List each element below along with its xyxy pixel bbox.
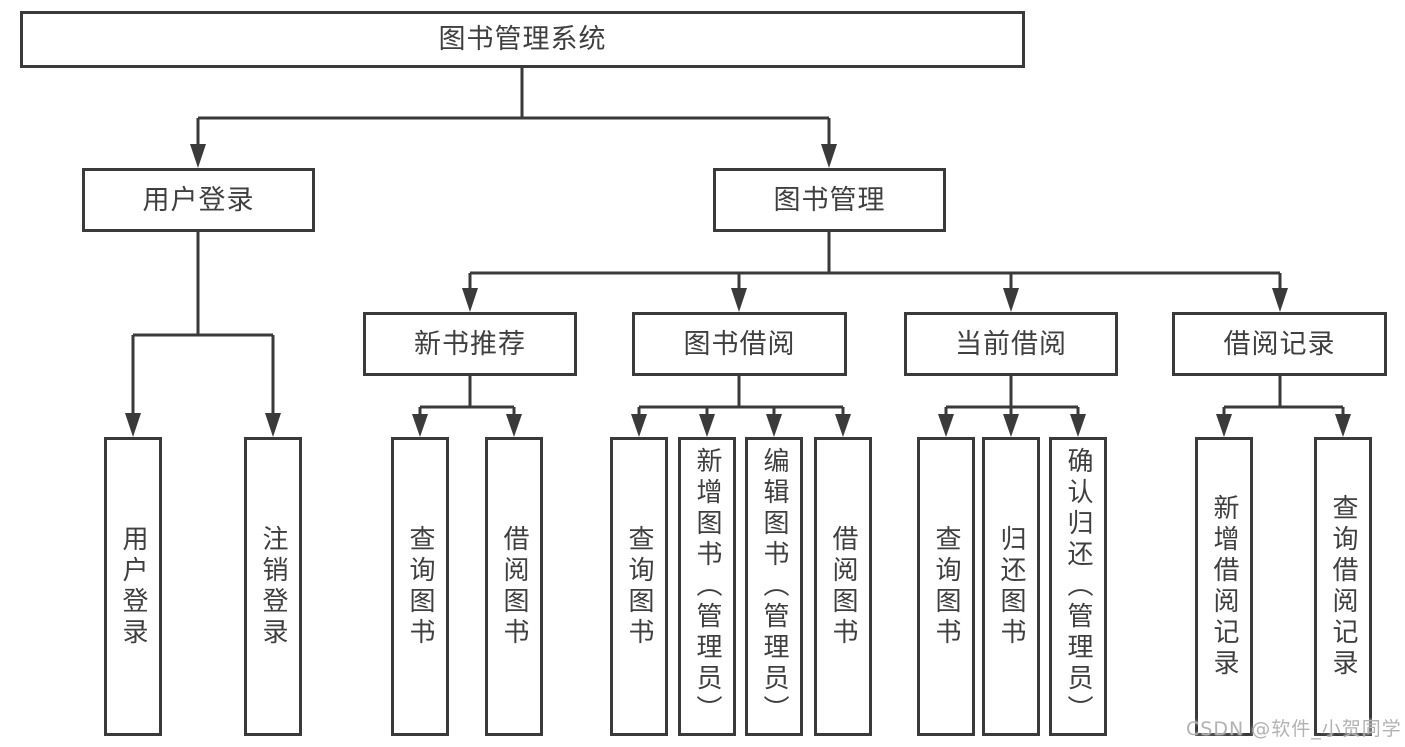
node-current-borrow-label: 当前借阅 [955, 328, 1067, 360]
node-leaf-edit-books-admin: 编辑图书（管理员） [745, 437, 803, 736]
leaf-label: 借阅图书 [828, 524, 858, 649]
connector-book-borrow-children [631, 376, 851, 437]
connector-user-login-children [125, 232, 281, 437]
node-leaf-query-books-borrow: 查询图书 [610, 437, 668, 736]
node-leaf-confirm-return-admin: 确认归还（管理员） [1049, 437, 1107, 736]
connector-current-borrow-children [938, 376, 1086, 437]
node-book-management: 图书管理 [713, 168, 946, 232]
node-leaf-query-books-recommend: 查询图书 [391, 437, 449, 736]
connector-new-book-recommend-children [412, 376, 522, 437]
leaf-label: 编辑图书（管理员） [759, 447, 789, 726]
leaf-label: 归还图书 [996, 524, 1026, 649]
leaf-label: 确认归还（管理员） [1063, 447, 1093, 726]
node-root-label: 图书管理系统 [438, 24, 607, 55]
leaf-label: 查询借阅记录 [1328, 493, 1358, 680]
node-borrow-records: 借阅记录 [1172, 312, 1387, 376]
node-leaf-user-login: 用户登录 [104, 437, 162, 736]
leaf-label: 借阅图书 [499, 524, 529, 649]
leaf-label: 新增借阅记录 [1209, 493, 1239, 680]
node-leaf-query-books-current: 查询图书 [917, 437, 975, 736]
leaf-label: 用户登录 [118, 524, 148, 649]
node-leaf-logout: 注销登录 [244, 437, 302, 736]
connector-root-to-level2 [190, 67, 837, 168]
leaf-label: 查询图书 [405, 524, 435, 649]
node-current-borrow: 当前借阅 [904, 312, 1118, 376]
node-book-management-label: 图书管理 [773, 184, 886, 216]
node-leaf-return-books: 归还图书 [982, 437, 1040, 736]
node-borrow-records-label: 借阅记录 [1223, 328, 1336, 360]
node-book-borrow-label: 图书借阅 [683, 328, 796, 360]
node-book-borrow: 图书借阅 [632, 312, 847, 376]
node-leaf-borrow-books: 借阅图书 [814, 437, 872, 736]
leaf-label: 注销登录 [258, 524, 288, 649]
node-new-book-recommend: 新书推荐 [363, 312, 577, 376]
node-leaf-add-borrow-record: 新增借阅记录 [1195, 437, 1253, 736]
leaf-label: 新增图书（管理员） [692, 447, 722, 726]
connector-borrow-records-children [1216, 376, 1351, 437]
node-leaf-borrow-books-recommend: 借阅图书 [485, 437, 543, 736]
leaf-label: 查询图书 [624, 524, 654, 649]
node-user-login-label: 用户登录 [142, 184, 255, 216]
csdn-watermark: CSDN @软件_小贺同学 [1186, 718, 1402, 740]
node-leaf-add-books-admin: 新增图书（管理员） [678, 437, 736, 736]
node-leaf-query-borrow-record: 查询借阅记录 [1314, 437, 1372, 736]
node-new-book-recommend-label: 新书推荐 [414, 328, 526, 360]
node-user-login: 用户登录 [82, 168, 315, 232]
connector-book-management-children [462, 232, 1288, 312]
leaf-label: 查询图书 [931, 524, 961, 649]
node-root: 图书管理系统 [20, 11, 1025, 68]
